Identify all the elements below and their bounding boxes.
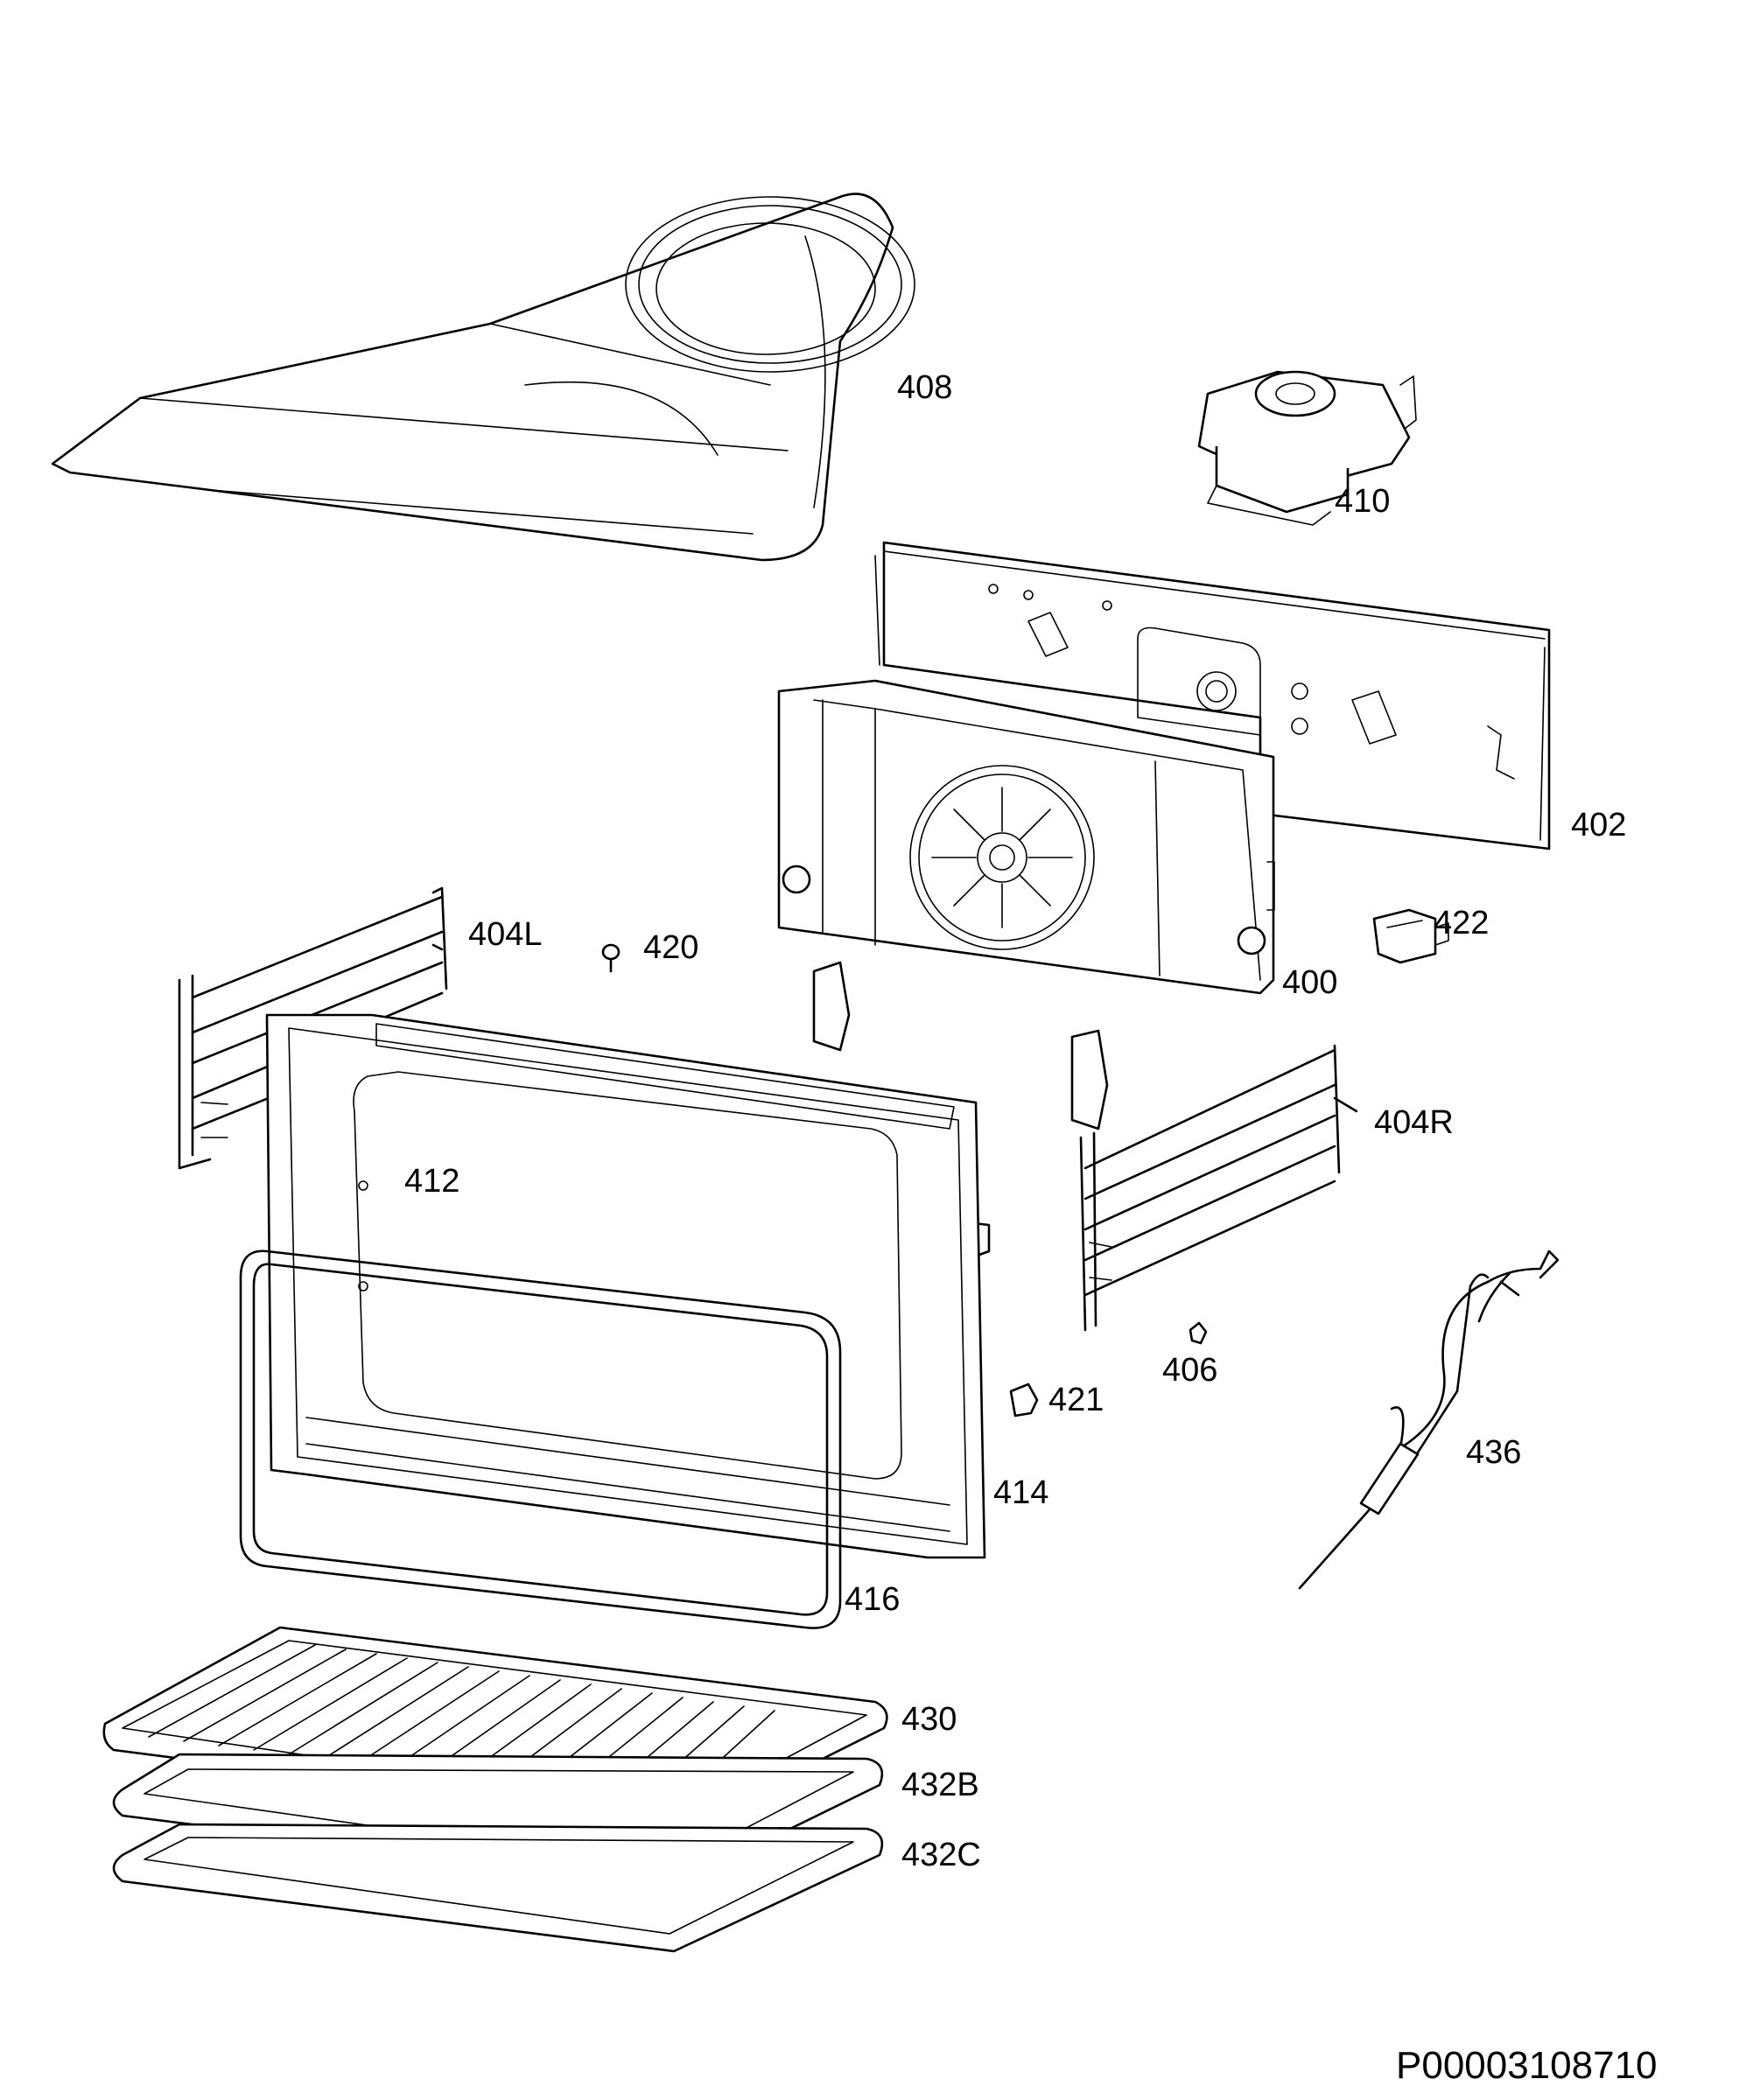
label-432c: 432C	[901, 1837, 981, 1873]
label-430: 430	[901, 1701, 957, 1738]
part-421-bushing[interactable]	[1009, 1382, 1039, 1418]
label-406: 406	[1162, 1352, 1217, 1389]
part-400-fan-shroud[interactable]	[777, 679, 1275, 995]
label-420: 420	[643, 929, 698, 966]
part-416-door-gasket[interactable]	[239, 1250, 842, 1629]
part-432c-deep-tray[interactable]	[112, 1823, 884, 1953]
label-410: 410	[1335, 483, 1390, 520]
label-404r: 404R	[1374, 1104, 1454, 1141]
label-412: 412	[404, 1163, 459, 1200]
document-id: P00003108710	[1396, 2044, 1658, 2087]
label-436: 436	[1466, 1434, 1521, 1471]
label-432b: 432B	[901, 1767, 979, 1803]
label-404l: 404L	[468, 916, 543, 953]
label-421: 421	[1048, 1382, 1104, 1418]
part-408-air-duct-cover[interactable]	[51, 192, 915, 562]
label-402: 402	[1571, 807, 1626, 844]
label-422: 422	[1434, 905, 1489, 942]
part-404l-left-rack[interactable]	[178, 886, 448, 1170]
label-416: 416	[845, 1581, 900, 1618]
part-410-motor[interactable]	[1197, 370, 1417, 526]
part-422-connector[interactable]	[1372, 908, 1449, 964]
label-414: 414	[993, 1474, 1048, 1511]
part-436-meat-probe[interactable]	[1298, 1250, 1560, 1590]
label-400: 400	[1282, 964, 1337, 1001]
part-420-screw[interactable]	[601, 943, 621, 973]
part-414-door-frame[interactable]	[265, 1013, 986, 1559]
part-406-nut[interactable]	[1189, 1321, 1208, 1345]
part-404r-right-rack[interactable]	[1079, 1044, 1358, 1332]
label-408: 408	[897, 369, 952, 406]
